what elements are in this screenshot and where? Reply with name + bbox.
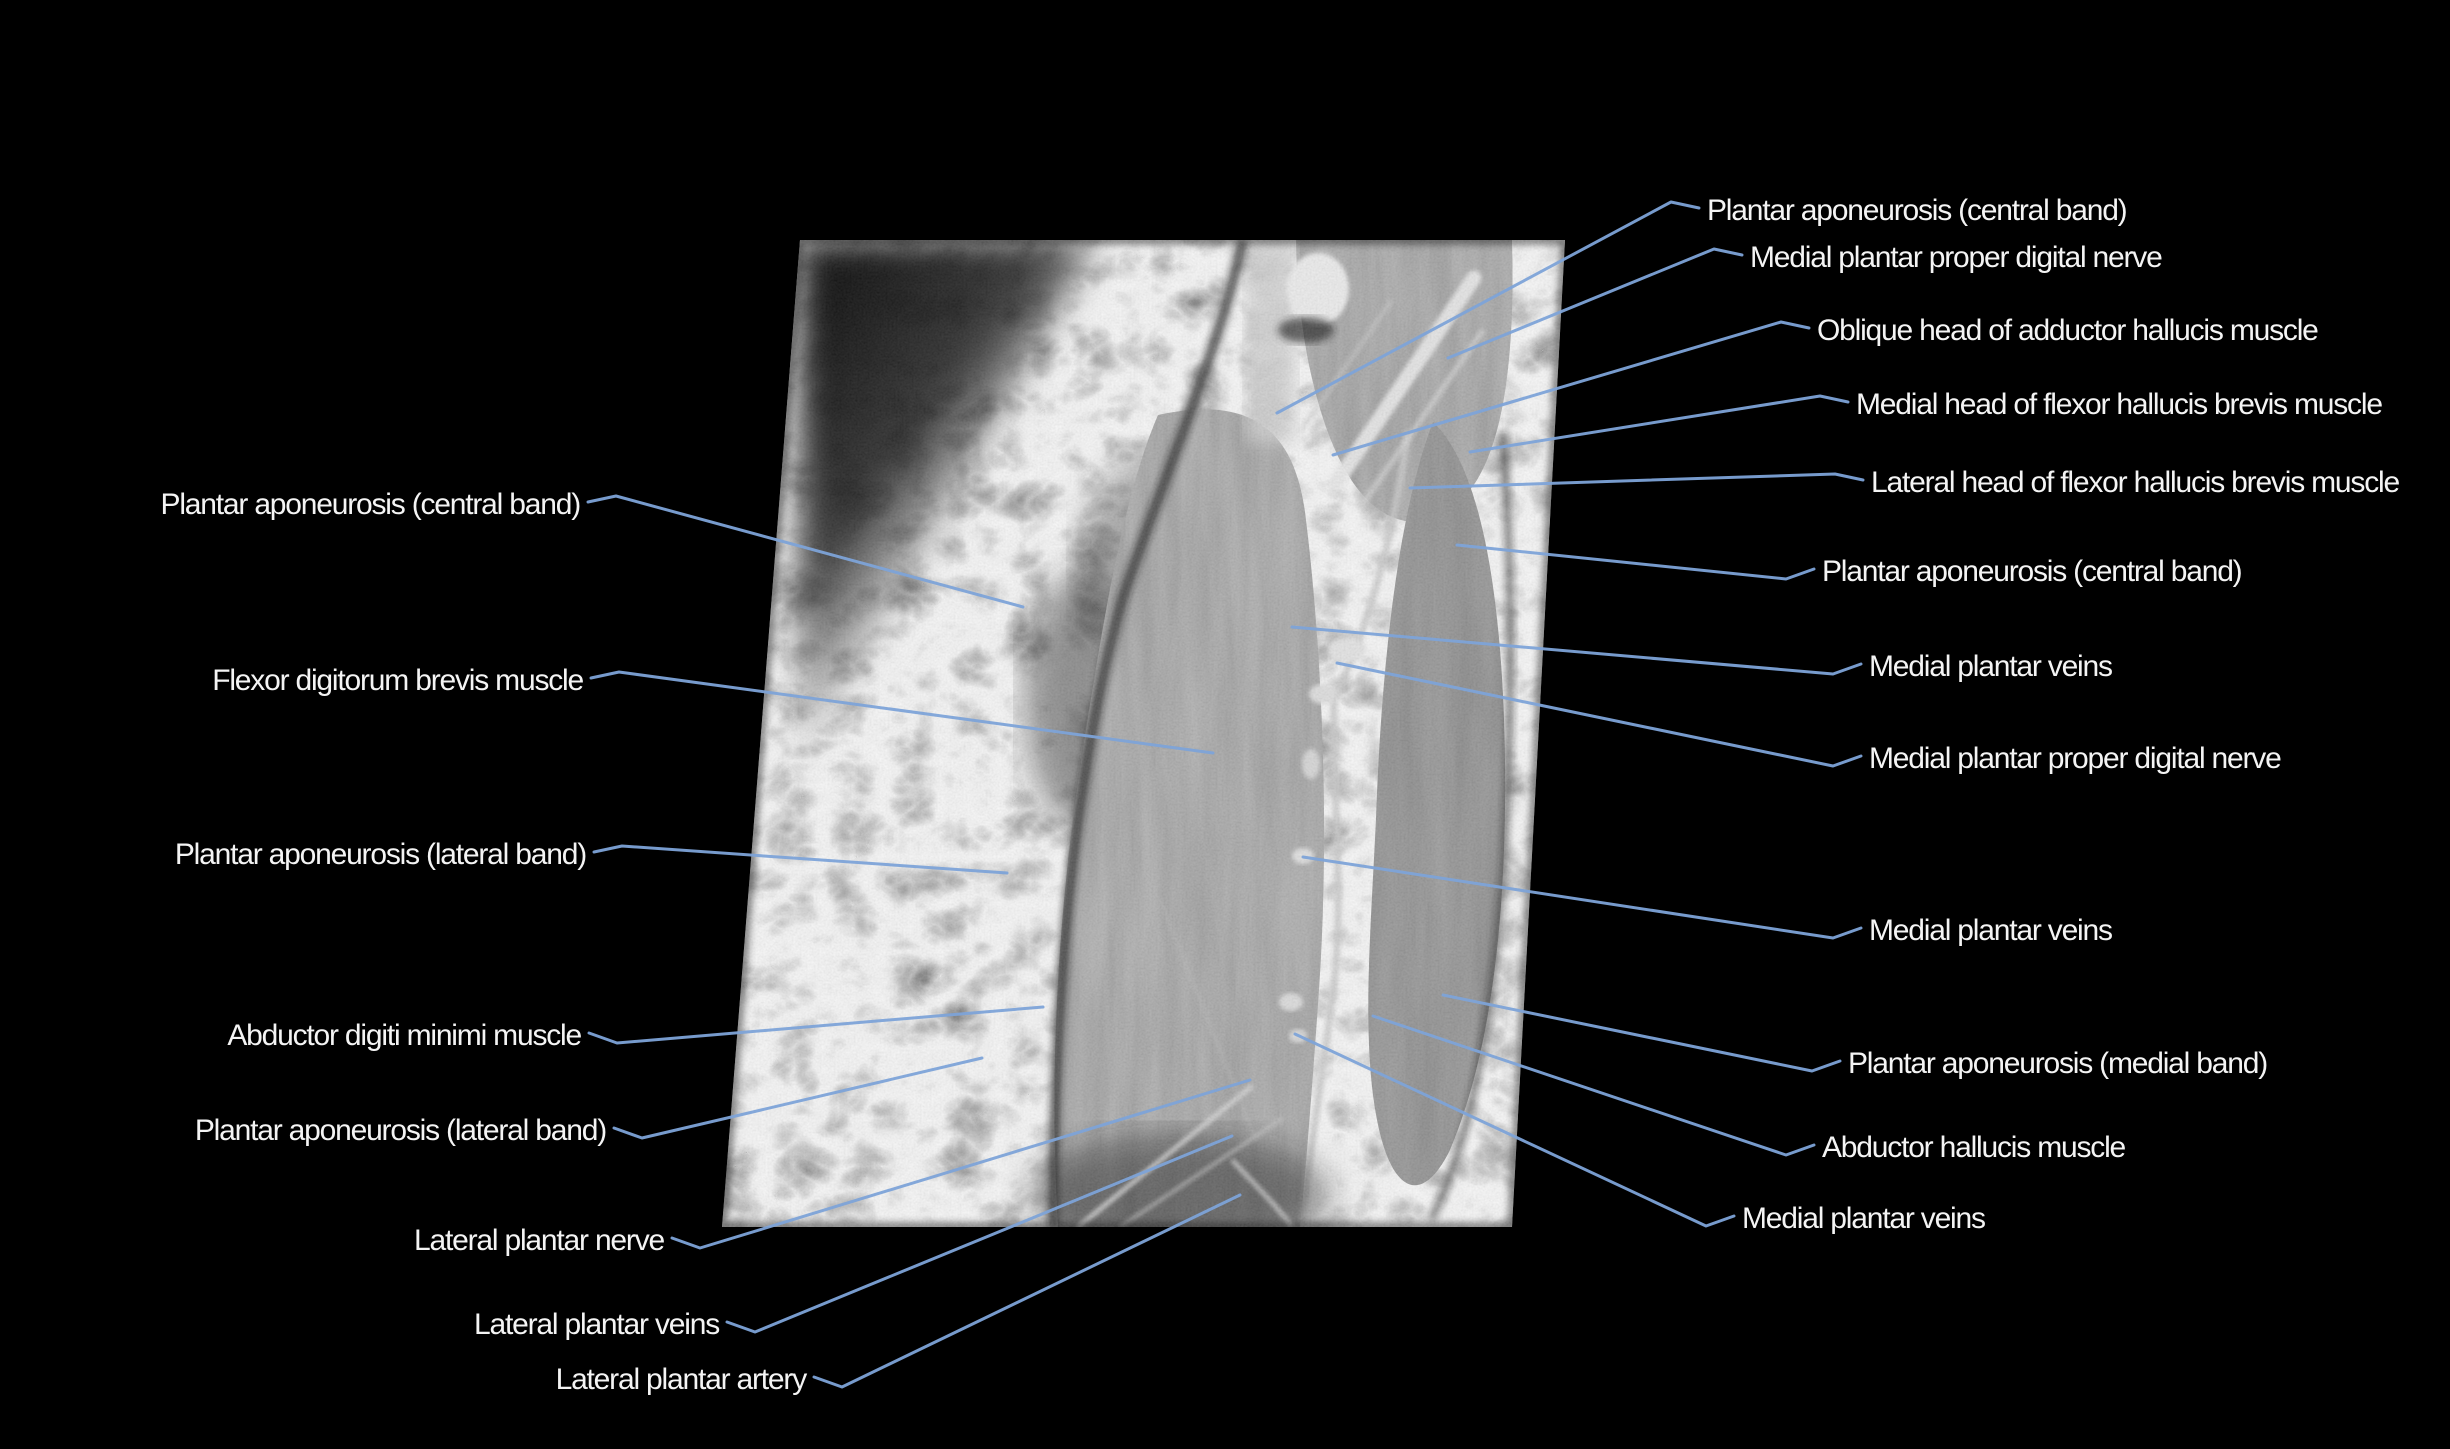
leader-line: [589, 670, 1215, 755]
anatomy-label: Oblique head of adductor hallucis muscle: [1817, 314, 2319, 347]
anatomy-label: Medial head of flexor hallucis brevis mu…: [1856, 388, 2383, 421]
anatomy-label: Plantar aponeurosis (medial band): [1848, 1047, 2268, 1080]
anatomy-label: Medial plantar veins: [1869, 650, 2113, 683]
anatomy-label: Medial plantar veins: [1869, 914, 2113, 947]
film-grain: [722, 240, 1565, 1227]
leader-line: [1335, 661, 1863, 768]
anatomy-label: Plantar aponeurosis (lateral band): [174, 838, 587, 871]
leader-line: [1290, 625, 1863, 676]
leader-line: [586, 494, 1025, 609]
anatomy-label: Plantar aponeurosis (central band): [160, 488, 582, 521]
leader-line: [1468, 394, 1850, 454]
leader-line: [1275, 200, 1701, 415]
leader-line: [670, 1078, 1252, 1250]
anatomy-label: Medial plantar proper digital nerve: [1869, 742, 2282, 775]
anatomy-label: Flexor digitorum brevis muscle: [212, 664, 584, 697]
anatomy-label: Lateral plantar veins: [474, 1308, 720, 1341]
leader-line: [812, 1193, 1242, 1389]
leader-line: [587, 1005, 1045, 1045]
leader-line: [1301, 855, 1863, 940]
anatomy-label: Lateral plantar nerve: [414, 1224, 665, 1257]
leader-line: [1441, 993, 1842, 1073]
anatomy-label: Medial plantar proper digital nerve: [1750, 241, 2163, 274]
leader-line: [1455, 543, 1816, 581]
anatomy-label: Lateral head of flexor hallucis brevis m…: [1871, 466, 2400, 499]
anatomy-label: Abductor digiti minimi muscle: [227, 1019, 582, 1052]
anatomy-label: Plantar aponeurosis (central band): [1707, 194, 2128, 227]
leader-line: [725, 1134, 1234, 1334]
leader-line: [1371, 1014, 1816, 1157]
anatomy-label: Abductor hallucis muscle: [1822, 1131, 2126, 1164]
anatomy-label: Plantar aponeurosis (central band): [1822, 555, 2243, 588]
leader-line: [1446, 247, 1744, 360]
leader-line: [612, 1056, 984, 1140]
anatomy-label: Medial plantar veins: [1742, 1202, 1986, 1235]
mri-content: [722, 240, 1565, 1227]
leader-line: [592, 844, 1009, 875]
leader-line: [1408, 472, 1865, 490]
leader-line: [1293, 1032, 1736, 1228]
leader-line: [1331, 320, 1811, 457]
anatomy-label: Lateral plantar artery: [555, 1363, 808, 1396]
anatomy-label: Plantar aponeurosis (lateral band): [194, 1114, 607, 1147]
